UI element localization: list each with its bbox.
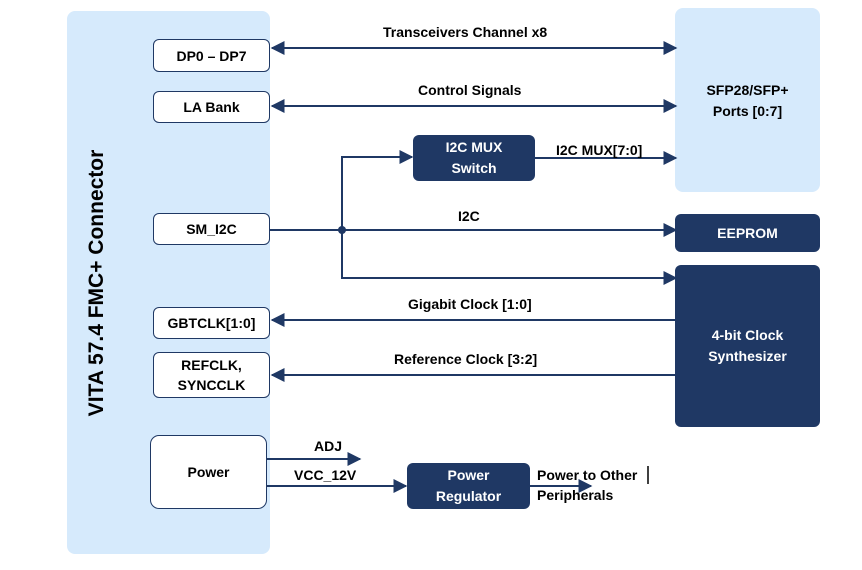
pin-sm-i2c: SM_I2C	[153, 213, 270, 245]
clock-branch	[341, 230, 678, 285]
clock-synthesizer-block: 4-bit Clock Synthesizer	[675, 265, 820, 427]
pin-gbtclk: GBTCLK[1:0]	[153, 307, 270, 339]
label-i2c: I2C	[458, 208, 480, 224]
pin-refclk-syncclk: REFCLK, SYNCCLK	[153, 352, 270, 398]
label-power-to-other-peripherals: Power to Other Peripherals	[537, 465, 637, 505]
i2c-mux-branch	[341, 150, 414, 230]
label-vcc-12v: VCC_12V	[294, 467, 357, 483]
i2c-junction-dot	[338, 226, 346, 234]
label-control-signals: Control Signals	[418, 82, 522, 98]
i2c-mux-switch-block: I2C MUX Switch	[413, 135, 535, 181]
power-out-line1: Power to Other	[537, 467, 638, 483]
power-regulator-block: Power Regulator	[407, 463, 530, 509]
eeprom-block: EEPROM	[675, 214, 820, 252]
sfp-ports-panel	[675, 8, 820, 192]
label-reference-clock: Reference Clock [3:2]	[394, 351, 538, 367]
label-transceivers: Transceivers Channel x8	[383, 24, 548, 40]
pin-power: Power	[150, 435, 267, 509]
power-out-line2: Peripherals	[537, 487, 614, 503]
sfp-ports-line2: Ports [0:7]	[712, 103, 783, 119]
clock-synthesizer-line2: Synthesizer	[708, 348, 787, 364]
pin-syncclk-label: SYNCCLK	[177, 377, 246, 393]
pin-dp0-dp7: DP0 – DP7	[153, 39, 270, 72]
label-adj: ADJ	[314, 438, 343, 454]
power-regulator-line1: Power	[447, 467, 490, 483]
power-regulator-line2: Regulator	[435, 488, 502, 504]
i2c-mux-line1: I2C MUX	[445, 139, 503, 155]
clock-synthesizer-line1: 4-bit Clock	[711, 327, 784, 343]
label-i2c-mux-bus: I2C MUX[7:0]	[556, 142, 643, 158]
i2c-mux-line2: Switch	[451, 160, 497, 176]
sfp-ports-line1: SFP28/SFP+	[706, 82, 789, 98]
pin-la-bank: LA Bank	[153, 91, 270, 123]
pin-refclk-label: REFCLK,	[181, 357, 242, 373]
sfp-ports-label: SFP28/SFP+ Ports [0:7]	[675, 78, 820, 124]
label-gigabit-clock: Gigabit Clock [1:0]	[408, 296, 532, 312]
